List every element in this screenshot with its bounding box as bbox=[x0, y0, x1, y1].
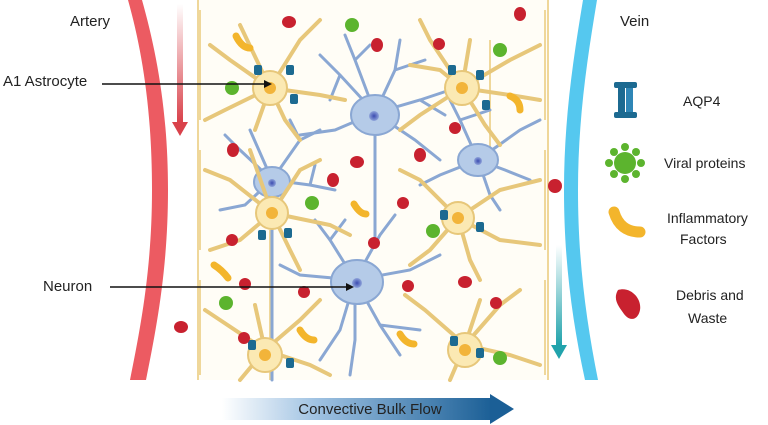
neuron-bodies bbox=[253, 94, 499, 305]
vein-label: Vein bbox=[620, 13, 649, 30]
legend-debris-line1: Debris and bbox=[676, 287, 744, 303]
legend-inflammatory-line1: Inflammatory bbox=[667, 210, 748, 226]
artery-label: Artery bbox=[70, 13, 111, 30]
artery-vessel bbox=[128, 0, 168, 380]
tissue-panels bbox=[197, 0, 549, 380]
convective-bulk-flow-arrow: Convective Bulk Flow bbox=[222, 394, 514, 424]
inflammatory-factor-icon bbox=[608, 206, 646, 238]
artery-flow-arrow bbox=[172, 4, 188, 136]
inflammatory-factors bbox=[210, 32, 524, 348]
aqp4-channels bbox=[248, 65, 490, 368]
legend-viral-label: Viral proteins bbox=[664, 155, 745, 171]
legend-debris-line2: Waste bbox=[688, 310, 727, 326]
a1-astrocyte-label: A1 Astrocyte bbox=[3, 73, 87, 90]
legend-aqp4-label: AQP4 bbox=[683, 93, 721, 109]
neuron-pointer bbox=[110, 283, 354, 291]
aqp4-channel-icon bbox=[614, 82, 637, 118]
a1-astrocyte-pointer bbox=[102, 80, 272, 88]
vein-vessel bbox=[564, 0, 598, 380]
neuron-label: Neuron bbox=[43, 278, 92, 295]
bulk-flow-label: Convective Bulk Flow bbox=[298, 401, 442, 418]
vein-flow-arrow bbox=[551, 245, 567, 359]
viral-protein-icon bbox=[605, 143, 645, 183]
viral-proteins bbox=[219, 18, 507, 365]
legend-inflammatory-line2: Factors bbox=[680, 231, 727, 247]
astrocyte-bodies bbox=[247, 70, 483, 373]
debris-waste bbox=[174, 7, 562, 344]
legend: AQP4 Viral proteins Inflammatory Factors… bbox=[605, 82, 748, 326]
debris-waste-icon bbox=[615, 289, 641, 319]
